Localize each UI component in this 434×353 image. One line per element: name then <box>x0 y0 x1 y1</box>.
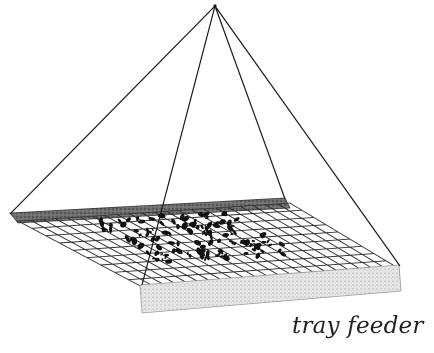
seed <box>138 233 142 237</box>
seed <box>193 239 202 247</box>
wire-back-left <box>10 6 215 214</box>
seed <box>251 240 255 243</box>
seed <box>138 219 146 224</box>
wire-front-right <box>215 6 400 266</box>
caption-label: tray feeder <box>292 313 424 339</box>
wire-back-right <box>215 6 285 199</box>
hanging-wires <box>10 6 400 285</box>
seed <box>261 241 267 244</box>
seed <box>222 233 229 238</box>
seed <box>167 241 175 246</box>
tray-front-edge <box>140 265 401 313</box>
seed <box>216 238 222 244</box>
seed <box>254 252 261 260</box>
hanging-apex <box>213 4 216 7</box>
